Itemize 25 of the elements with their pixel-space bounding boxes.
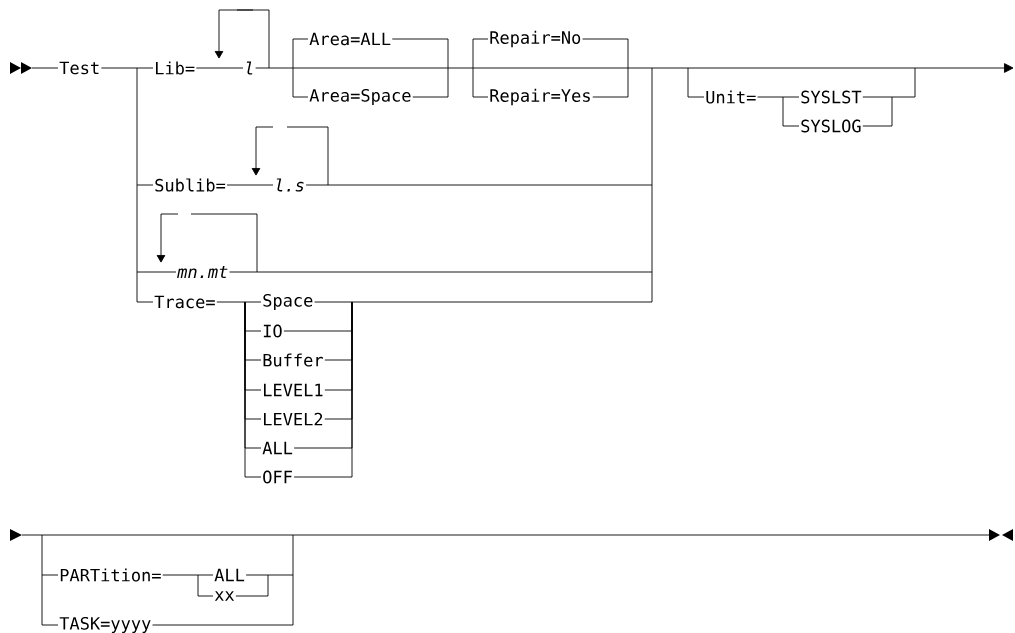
syntax-keyword: Repair=Yes xyxy=(490,88,590,106)
syntax-keyword: Repair=No xyxy=(490,30,581,48)
syntax-keyword: ALL xyxy=(214,568,245,582)
syntax-keyword: Sublib= xyxy=(155,178,226,192)
syntax-keyword: Space xyxy=(263,293,313,311)
variable-name: l.s xyxy=(276,178,304,192)
syntax-keyword: Unit= xyxy=(706,90,756,104)
syntax-keyword: IO xyxy=(263,324,282,338)
syntax-keyword: ALL xyxy=(262,441,293,455)
syntax-keyword: Area=Space xyxy=(309,88,411,106)
variable-name: l xyxy=(246,61,253,75)
syntax-keyword: Test xyxy=(59,61,99,75)
syntax-keyword: Buffer xyxy=(263,353,323,367)
syntax-keyword: OFF xyxy=(263,470,292,484)
syntax-keyword: LEVEL1 xyxy=(264,383,323,397)
syntax-keyword: Trace= xyxy=(154,295,215,309)
syntax-keyword: xx xyxy=(214,591,235,601)
syntax-keyword: LEVEL2 xyxy=(264,412,323,426)
syntax-keyword: SYSLST xyxy=(801,90,862,104)
variable-name: mn.mt xyxy=(177,266,228,278)
syntax-keyword: Lib= xyxy=(156,61,195,75)
syntax-keyword: SYSLOG xyxy=(801,119,861,133)
syntax-keyword: TASK=yyyy xyxy=(59,616,151,633)
syntax-keyword: PARTition= xyxy=(60,568,161,582)
syntax-keyword: Area=ALL xyxy=(309,32,391,46)
